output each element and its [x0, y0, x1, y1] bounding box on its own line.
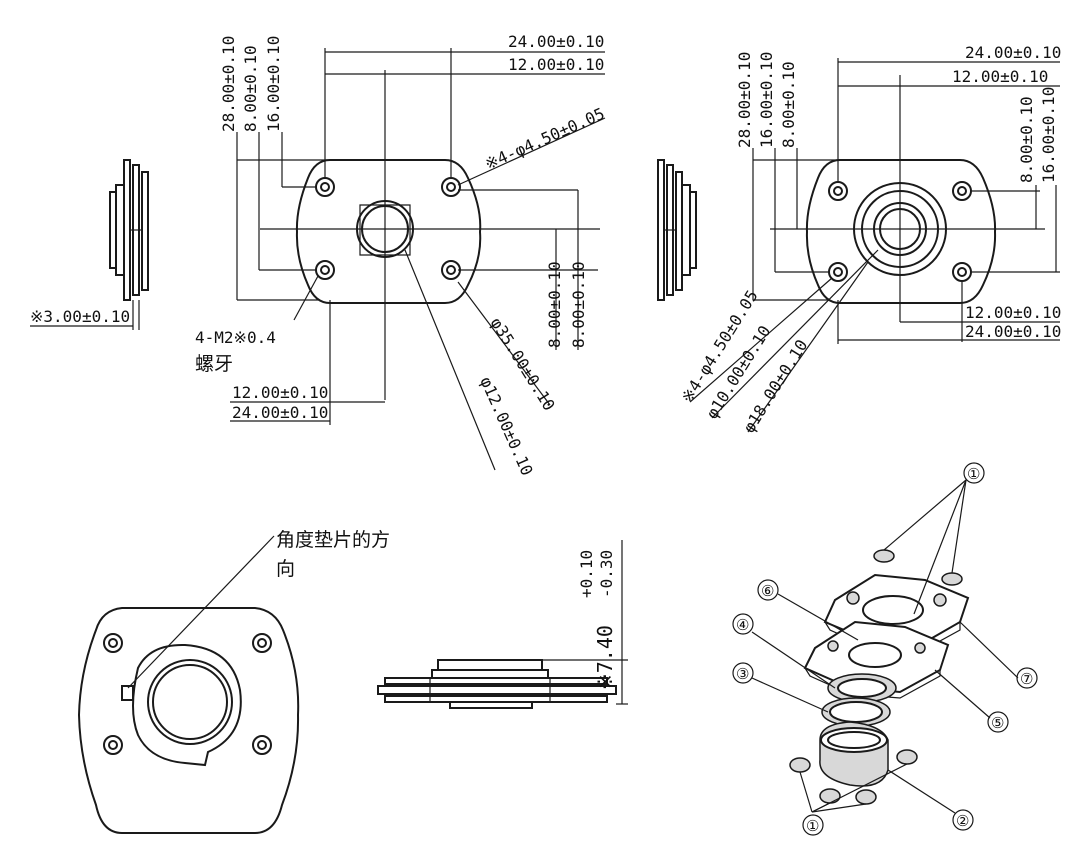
dim-24-bottom-left: 24.00±0.10 — [232, 403, 328, 422]
dim-8-right-right: 8.00±0.10 — [1017, 96, 1036, 183]
svg-text:⑤: ⑤ — [991, 714, 1004, 732]
orientation-note-line2: 向 — [276, 558, 295, 580]
balloon-3: ③ — [732, 662, 754, 684]
balloon-1-top: ① — [963, 462, 985, 484]
side-thickness-dim: ※3.00±0.10 — [30, 307, 130, 326]
balloon-5: ⑤ — [987, 711, 1009, 733]
bottom-view: 角度垫片的方 向 — [77, 529, 390, 834]
dim-28-left: 28.00±0.10 — [219, 36, 238, 132]
dim-12-top-right: 12.00±0.10 — [952, 67, 1048, 86]
svg-text:⑥: ⑥ — [761, 582, 774, 600]
balloon-1-bottom: ① — [802, 814, 824, 836]
dim-8-right-b: 8.00±0.10 — [569, 261, 588, 348]
dim-16-right-right: 16.00±0.10 — [1039, 87, 1058, 183]
dim-24-bottom-right: 24.00±0.10 — [965, 322, 1061, 341]
svg-text:③: ③ — [736, 665, 749, 683]
svg-text:②: ② — [956, 812, 969, 830]
svg-text:④: ④ — [736, 616, 749, 634]
dim-12-bottom-left: 12.00±0.10 — [232, 383, 328, 402]
section-view: ※7.40 +0.10 -0.30 — [377, 540, 628, 709]
front-view-right: 24.00±0.10 12.00±0.10 28.00±0.10 16.00±0… — [677, 43, 1061, 436]
dim-24-top-left: 24.00±0.10 — [508, 32, 604, 51]
dim-28-right: 28.00±0.10 — [735, 52, 754, 148]
orientation-note-line1: 角度垫片的方 — [276, 529, 390, 551]
dim-16-left: 16.00±0.10 — [264, 36, 283, 132]
thread-label: 螺牙 — [195, 353, 233, 375]
dim-8-right-left: 8.00±0.10 — [779, 61, 798, 148]
exploded-view: ① ① ② ③ ④ ⑤ ⑥ ⑦ — [732, 462, 1038, 836]
side-view-left: ※3.00±0.10 — [30, 159, 149, 330]
balloon-6: ⑥ — [757, 579, 779, 601]
height-dim: ※7.40 — [593, 625, 617, 690]
holes-callout-left: ※4-φ4.50±0.05 — [482, 104, 608, 174]
front-view-left: 24.00±0.10 12.00±0.10 28.00±0.10 8.00±0.… — [195, 32, 607, 478]
height-tol-plus: +0.10 — [577, 550, 596, 598]
balloon-2: ② — [952, 809, 974, 831]
side-view-right — [657, 159, 697, 301]
dim-12-top-left: 12.00±0.10 — [508, 55, 604, 74]
balloon-7: ⑦ — [1016, 667, 1038, 689]
height-tol-minus: -0.30 — [597, 550, 616, 598]
dim-16-right-left: 16.00±0.10 — [757, 52, 776, 148]
dim-12-bottom-right: 12.00±0.10 — [965, 303, 1061, 322]
svg-text:①: ① — [806, 817, 819, 835]
dim-8-left: 8.00±0.10 — [241, 45, 260, 132]
dim-24-top-right: 24.00±0.10 — [965, 43, 1061, 62]
balloon-4: ④ — [732, 613, 754, 635]
svg-text:①: ① — [967, 465, 980, 483]
thread-spec: 4-M2※0.4 — [195, 328, 276, 347]
svg-text:⑦: ⑦ — [1020, 670, 1033, 688]
dim-8-right-a: 8.00±0.10 — [545, 261, 564, 348]
